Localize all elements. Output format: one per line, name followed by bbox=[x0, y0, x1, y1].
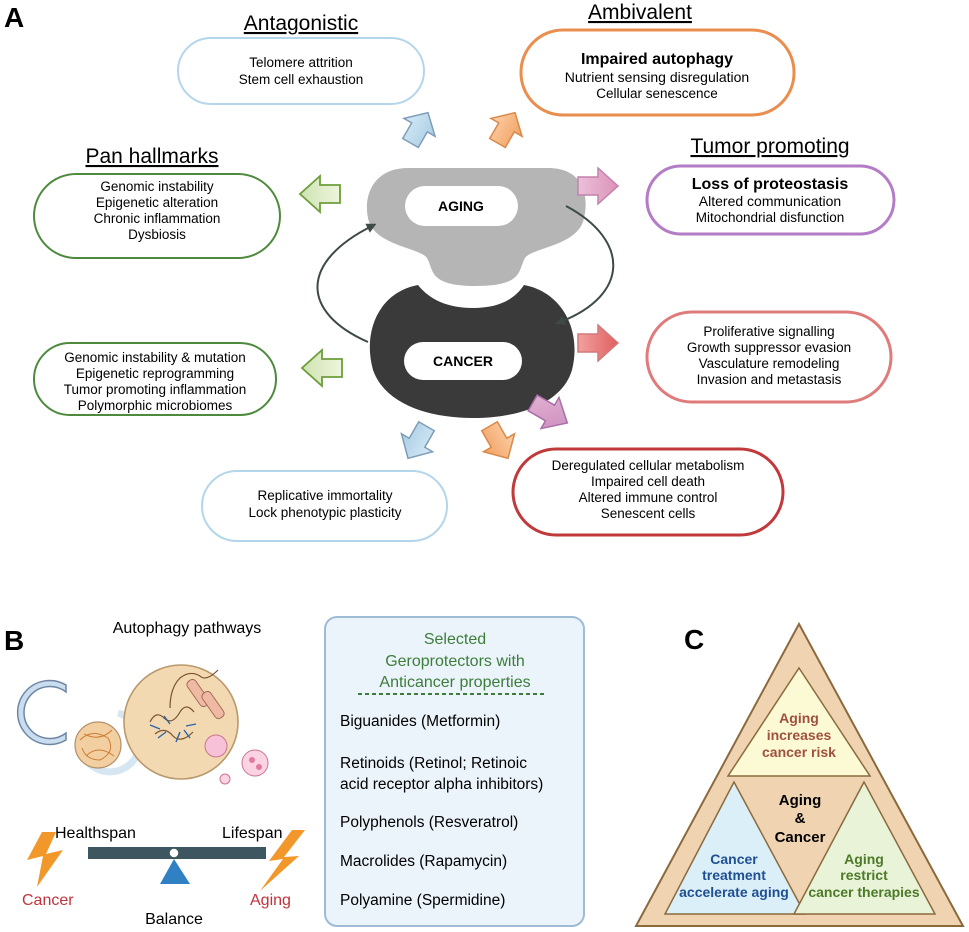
cancer-label: CANCER bbox=[433, 353, 493, 369]
box-tumor-promoting bbox=[645, 164, 896, 236]
box-cancer-other bbox=[511, 447, 785, 537]
panel-c-label: C bbox=[684, 624, 704, 655]
box-cancer-specific-line-4: Invasion and metastasis bbox=[697, 372, 842, 387]
autophagy-illustration bbox=[16, 664, 269, 785]
balance-pivot bbox=[160, 859, 190, 884]
triangle-top-line-3: cancer risk bbox=[762, 744, 836, 760]
box-cancer-other-line-4: Senescent cells bbox=[601, 506, 696, 521]
title-antagonistic: Antagonistic bbox=[244, 12, 358, 35]
box-pan-hallmarks bbox=[33, 173, 281, 259]
box-pan-line-4: Dysbiosis bbox=[128, 227, 186, 242]
panel-a-label: A bbox=[4, 2, 24, 33]
geroprotector-heading-3: Anticancer properties bbox=[379, 674, 530, 691]
autophagy-title: Autophagy pathways bbox=[113, 620, 262, 637]
title-pan-hallmarks: Pan hallmarks bbox=[85, 145, 218, 168]
box-cancer-specific-line-1: Proliferative signalling bbox=[703, 324, 834, 339]
box-antagonistic-line-2: Stem cell exhaustion bbox=[239, 72, 364, 87]
triangle-left bbox=[663, 780, 807, 915]
box-antagonistic-line-1: Telomere attrition bbox=[249, 55, 353, 70]
box-cancer-pan bbox=[33, 342, 277, 416]
box-cancer-antagonistic-line-1: Replicative immortality bbox=[257, 488, 392, 503]
aging-label: AGING bbox=[438, 198, 484, 214]
box-cancer-other-line-2: Impaired cell death bbox=[591, 474, 705, 489]
arrow-to-cancer-other-upper bbox=[527, 394, 569, 430]
geroprotector-item-5: Polyamine (Spermidine) bbox=[340, 892, 505, 909]
box-pan-line-2: Epigenetic alteration bbox=[96, 195, 218, 210]
box-cancer-other-line-1: Deregulated cellular metabolism bbox=[552, 458, 745, 473]
triangle-left-line-3: accelerate aging bbox=[679, 884, 789, 900]
geroprotector-item-3: Polyphenols (Resveratrol) bbox=[340, 814, 518, 831]
triangle-top-line-1: Aging bbox=[779, 710, 819, 726]
cycle-arrow-right bbox=[555, 205, 615, 325]
triangle-top bbox=[726, 666, 872, 777]
balance-center-label: Balance bbox=[145, 911, 203, 928]
triangle-center-line-1: Aging bbox=[779, 792, 822, 809]
arrow-to-cancer-antagonistic bbox=[400, 420, 436, 460]
box-cancer-pan-line-1: Genomic instability & mutation bbox=[64, 350, 246, 365]
box-cancer-pan-line-4: Polymorphic microbiomes bbox=[78, 398, 233, 413]
cancer-risk-label: Cancer bbox=[22, 892, 74, 909]
geroprotector-item-4: Macrolides (Rapamycin) bbox=[340, 853, 507, 870]
arrow-to-cancer-specific bbox=[577, 323, 620, 363]
balance-pivot-hub bbox=[168, 847, 180, 859]
box-tumor-line-3: Mitochondrial disfunction bbox=[696, 210, 845, 225]
panel-b-label: B bbox=[4, 625, 24, 656]
balance-left-label: Healthspan bbox=[55, 825, 136, 842]
box-ambivalent-line-3: Cellular senescence bbox=[596, 86, 718, 101]
triangle-right-line-3: cancer therapies bbox=[808, 884, 919, 900]
triangle-right-line-2: restrict bbox=[840, 867, 888, 883]
box-cancer-pan-line-2: Epigenetic reprogramming bbox=[76, 366, 234, 381]
box-cancer-pan-line-3: Tumor promoting inflammation bbox=[64, 382, 247, 397]
triangle-right-line-1: Aging bbox=[844, 851, 884, 867]
lightning-right-icon bbox=[260, 830, 305, 891]
aging-label-pill bbox=[405, 186, 518, 226]
geroprotector-heading-2: Geroprotectors with bbox=[385, 653, 525, 670]
box-ambivalent-line-2: Nutrient sensing disregulation bbox=[565, 69, 749, 85]
arrow-to-pan-hallmarks bbox=[298, 173, 341, 215]
triangle-center-line-3: Cancer bbox=[775, 829, 826, 846]
box-pan-line-1: Genomic instability bbox=[100, 179, 214, 194]
geroprotector-heading-1: Selected bbox=[424, 631, 486, 648]
triangle-left-line-2: treatment bbox=[702, 867, 766, 883]
aging-shape bbox=[366, 168, 586, 286]
geroprotector-item-1: Biguanides (Metformin) bbox=[340, 713, 500, 730]
box-cancer-other-line-3: Altered immune control bbox=[579, 490, 718, 505]
arrow-to-tumor-promoting bbox=[577, 166, 620, 206]
geroprotector-item-2-line-1: Retinoids (Retinol; Retinoic bbox=[340, 755, 527, 772]
box-cancer-specific bbox=[645, 310, 893, 404]
triangle-center-line-2: & bbox=[795, 810, 806, 827]
arrow-to-ambivalent bbox=[488, 111, 524, 149]
box-tumor-line-2: Altered communication bbox=[699, 193, 841, 209]
box-cancer-specific-line-3: Vasculature remodeling bbox=[699, 356, 840, 371]
title-tumor-promoting: Tumor promoting bbox=[690, 135, 849, 158]
box-ambivalent bbox=[519, 28, 796, 117]
box-cancer-antagonistic bbox=[201, 470, 448, 542]
lightning-left-icon bbox=[27, 832, 63, 887]
triangle-left-line-1: Cancer bbox=[710, 851, 758, 867]
box-pan-line-3: Chronic inflammation bbox=[94, 211, 221, 226]
arrow-to-cancer-pan bbox=[300, 347, 343, 389]
box-tumor-line-1: Loss of proteostasis bbox=[692, 176, 849, 193]
cancer-label-pill bbox=[404, 342, 522, 380]
triangle-right bbox=[792, 780, 937, 915]
title-ambivalent: Ambivalent bbox=[588, 1, 692, 24]
triangle-top-line-2: increases bbox=[767, 727, 832, 743]
box-cancer-antagonistic-line-2: Lock phenotypic plasticity bbox=[248, 505, 401, 520]
balance-right-label: Lifespan bbox=[222, 825, 283, 842]
aging-risk-label: Aging bbox=[250, 892, 291, 909]
box-cancer-specific-line-2: Growth suppressor evasion bbox=[687, 340, 851, 355]
cycle-arrow-left bbox=[316, 223, 377, 343]
arrow-to-antagonistic bbox=[401, 111, 437, 149]
arrow-to-cancer-other-lower bbox=[480, 420, 516, 460]
geroprotector-item-2-line-2: acid receptor alpha inhibitors) bbox=[340, 776, 543, 793]
box-ambivalent-line-1: Impaired autophagy bbox=[581, 51, 733, 68]
box-antagonistic bbox=[177, 37, 425, 105]
